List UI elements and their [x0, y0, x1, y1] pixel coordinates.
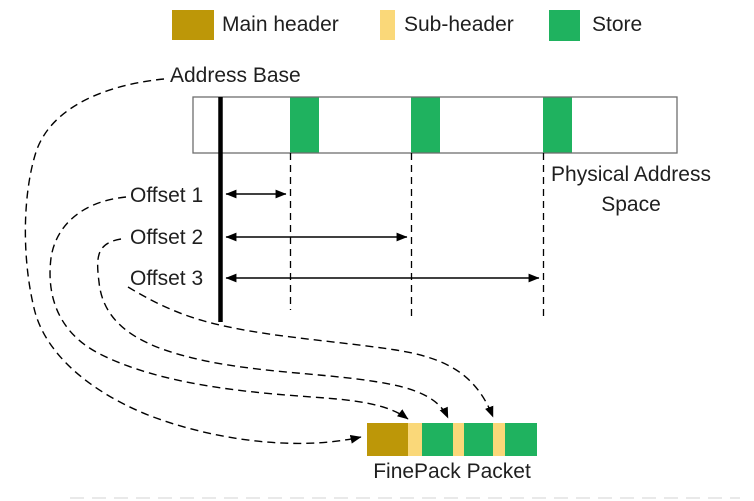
- offset-1-curve-arrow: [49, 196, 409, 420]
- offset-2-curve-arrow: [96, 238, 449, 419]
- packet-sub-header-segment-1: [408, 423, 422, 456]
- store-block-1: [290, 97, 319, 153]
- packet-label: FinePack Packet: [373, 460, 531, 483]
- offset-3-label: Offset 3: [130, 267, 204, 290]
- offset-1-label: Offset 1: [130, 184, 204, 207]
- physical-address-space-bar-border: [192, 96, 678, 154]
- legend-label-sub-header: Sub-header: [404, 13, 514, 36]
- legend-label-main-header: Main header: [222, 13, 339, 36]
- address-base-curve-arrow: [24, 78, 362, 445]
- address-base-label: Address Base: [170, 64, 301, 87]
- store-block-3: [543, 97, 572, 153]
- legend-label-store: Store: [592, 13, 643, 36]
- packet-main-header-segment: [367, 423, 408, 456]
- main-header-swatch: [172, 10, 214, 40]
- sub-header-swatch: [380, 10, 395, 40]
- packet-sub-header-segment-3: [493, 423, 505, 456]
- store-swatch: [549, 10, 580, 41]
- physical-address-space-label: Physical Address Space: [551, 163, 711, 216]
- packet-store-segment-3: [505, 423, 537, 456]
- packet-store-segment-1: [422, 423, 453, 456]
- packet-store-segment-2: [464, 423, 493, 456]
- offset-3-curve-arrow: [127, 286, 494, 418]
- packet-sub-header-segment-2: [453, 423, 464, 456]
- store-block-2: [411, 97, 440, 153]
- offset-2-label: Offset 2: [130, 226, 204, 249]
